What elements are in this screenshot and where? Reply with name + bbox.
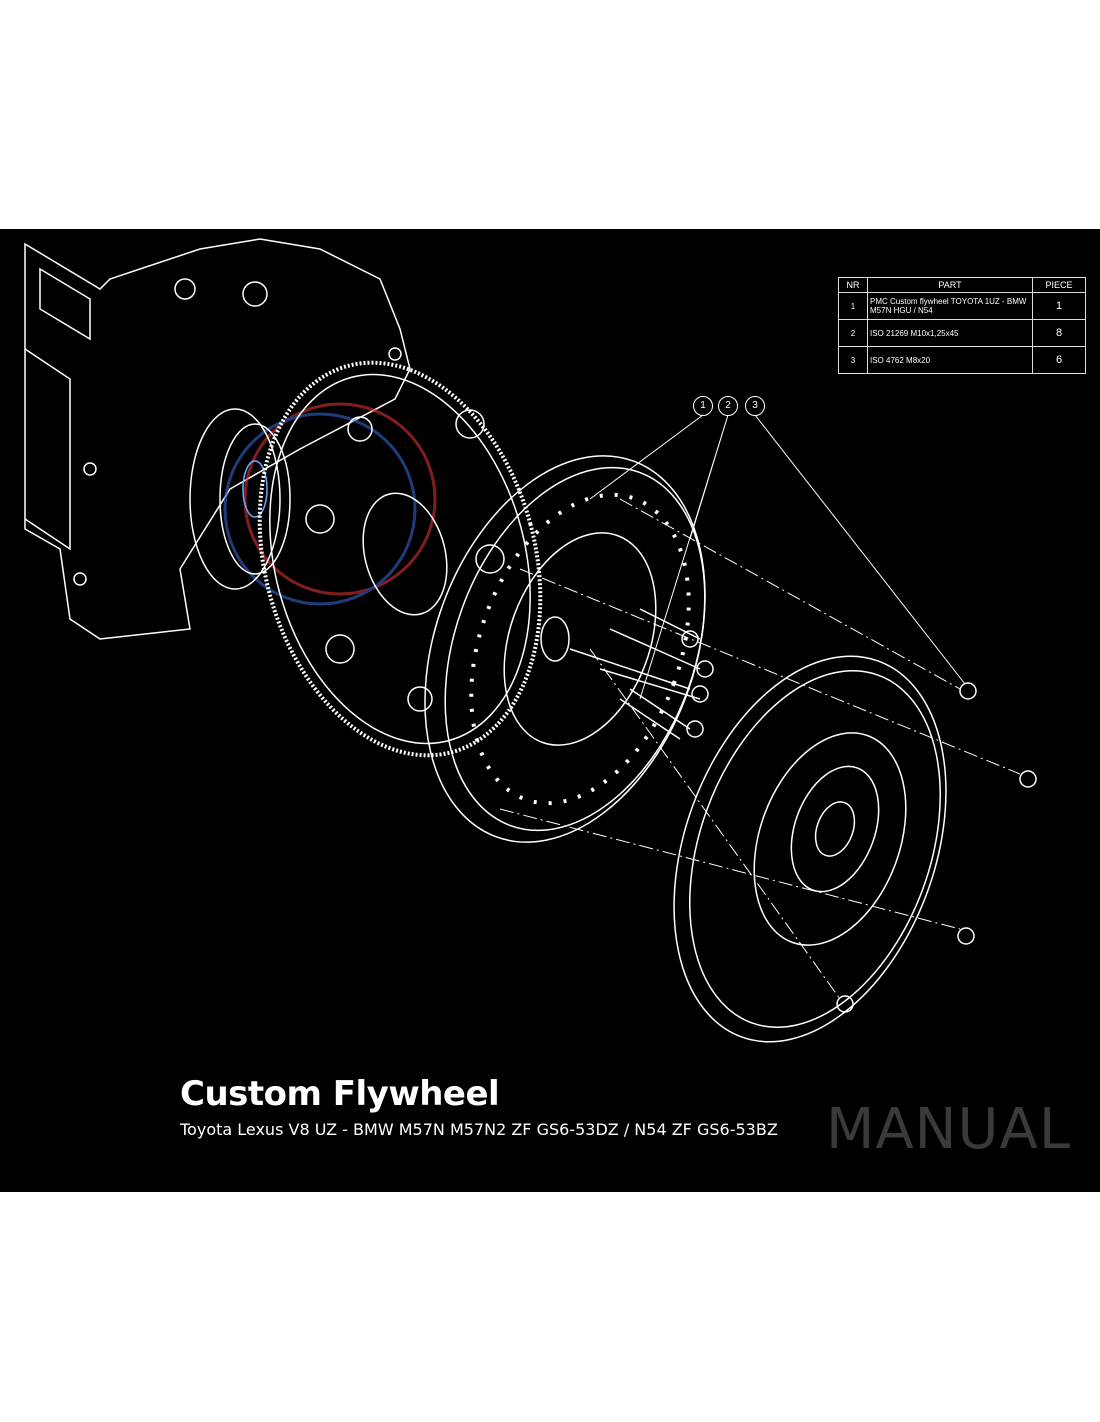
header-nr: NR	[838, 277, 868, 293]
manual-watermark: MANUAL	[826, 1097, 1072, 1162]
table-row: 3 ISO 4762 M8x20 6	[838, 346, 1086, 374]
logo-watermark	[223, 402, 437, 606]
cell-nr: 1	[838, 292, 868, 320]
page-title: Custom Flywheel	[180, 1074, 500, 1114]
cell-piece: 8	[1032, 319, 1086, 347]
cell-part: PMC Custom flywheel TOYOTA 1UZ - BMW M57…	[867, 292, 1033, 320]
leader-lines	[499, 414, 1021, 1000]
clutch-pressure-plate	[673, 655, 947, 1043]
engine-hub	[189, 408, 291, 590]
table-row: 2 ISO 21269 M10x1,25x45 8	[838, 319, 1086, 347]
exploded-flywheel-drawing	[24, 238, 1037, 1043]
header-part: PART	[867, 277, 1033, 293]
bolts-m8	[836, 682, 1037, 1013]
custom-flywheel	[424, 455, 706, 843]
bell-housing	[24, 238, 411, 640]
cell-piece: 1	[1032, 292, 1086, 320]
page-subtitle: Toyota Lexus V8 UZ - BMW M57N M57N2 ZF G…	[180, 1120, 778, 1139]
table-header-row: NR PART PIECE	[838, 277, 1086, 293]
callout-3: 3	[745, 396, 765, 416]
cell-part: ISO 4762 M8x20	[867, 346, 1033, 374]
cell-nr: 3	[838, 346, 868, 374]
parts-table: NR PART PIECE 1 PMC Custom flywheel TOYO…	[838, 277, 1086, 374]
callout-2: 2	[718, 396, 738, 416]
diagram-panel: NR PART PIECE 1 PMC Custom flywheel TOYO…	[0, 229, 1100, 1192]
cell-part: ISO 21269 M10x1,25x45	[867, 319, 1033, 347]
table-row: 1 PMC Custom flywheel TOYOTA 1UZ - BMW M…	[838, 292, 1086, 320]
header-piece: PIECE	[1032, 277, 1086, 293]
cell-nr: 2	[838, 319, 868, 347]
cell-piece: 6	[1032, 346, 1086, 374]
callout-1: 1	[693, 396, 713, 416]
